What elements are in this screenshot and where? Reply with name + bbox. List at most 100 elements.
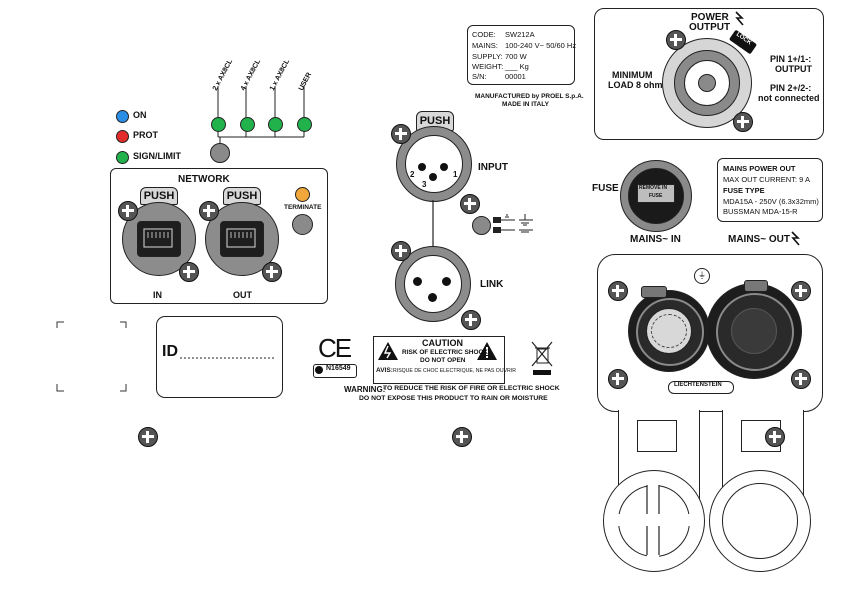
ce-mark: CE [318, 333, 352, 363]
id-dashed-line [180, 357, 274, 359]
xlr-input-pin-2-label: 2 [410, 170, 415, 179]
mains-screw-br [791, 369, 811, 389]
terminate-button[interactable] [292, 214, 313, 235]
bottom-right-ring-inner [722, 483, 798, 559]
powercon-in-key [651, 314, 687, 348]
power-output-screw-br [733, 112, 753, 132]
preset-button[interactable] [210, 143, 230, 163]
spec-sn-key: S/N: [472, 72, 487, 81]
fuse-cap-text-1: REMOVE IN [639, 185, 668, 191]
xlr-input-pin-1 [440, 163, 448, 171]
network-out-screw-tl [199, 201, 219, 221]
power-output-title-1: POWER [691, 12, 729, 23]
fuse-cap-text-2: FUSE [649, 193, 663, 199]
warning-line-2: DO NOT EXPOSE THIS PRODUCT TO RAIN OR MO… [359, 395, 548, 402]
warning-line-1a: WARNING: [344, 385, 386, 394]
mains-out-info-3: FUSE TYPE [723, 186, 765, 195]
xlr-link-face [404, 255, 462, 313]
xlr-link-screw-br [461, 310, 481, 330]
xlr-input-push-tab[interactable]: PUSH [416, 111, 454, 131]
mains-screw-tl [608, 281, 628, 301]
warning-line-1b: TO REDUCE THE RISK OF FIRE OR ELECTRIC S… [383, 385, 560, 392]
warning-triangle-icon [477, 342, 497, 360]
sign-limit-led [116, 151, 129, 164]
powercon-out-latch[interactable] [744, 280, 768, 292]
id-label: ID [162, 343, 178, 360]
network-in-screw-tl [118, 201, 138, 221]
network-out-screw-br [262, 262, 282, 282]
spec-mains-value: 100-240 V~ 50/60 Hz [505, 41, 577, 50]
caution-title: CAUTION [422, 338, 463, 348]
caution-label [373, 336, 505, 384]
caution-avis-text: RISQUE DE CHOC ELECTRIQUE, NE PAS OUVRIR [393, 368, 516, 374]
fuse-cap-slot [637, 184, 675, 203]
speakon-output-pin [698, 74, 716, 92]
bottom-left-slot [637, 420, 677, 452]
xlr-link-pin-2 [442, 277, 451, 286]
min-load-label-1: MINIMUM [612, 70, 653, 80]
pin2-desc: not connected [758, 93, 820, 103]
cert-number: N16549 [326, 365, 351, 372]
preset-led-4 [297, 117, 312, 132]
network-in-screw-br [179, 262, 199, 282]
ethernet-port-icon [226, 228, 256, 248]
spec-mains-key: MAINS: [472, 41, 498, 50]
mains-out-info-2: MAX OUT CURRENT: 9 A [723, 175, 810, 184]
mains-out-info-1: MAINS POWER OUT [723, 164, 796, 173]
spec-supply-value: 700 W [505, 52, 527, 61]
xlr-input-label: INPUT [478, 162, 508, 173]
pin1-label: PIN 1+/1-: [770, 54, 812, 64]
xlr-link-label: LINK [480, 279, 504, 290]
preset-led-1 [211, 117, 226, 132]
ground-lift-button[interactable] [472, 216, 491, 235]
caution-risk: RISK OF ELECTRIC SHOCK [402, 349, 488, 356]
xlr-input-face [405, 135, 463, 193]
terminate-label: TERMINATE [284, 204, 322, 211]
preset-led-2 [240, 117, 255, 132]
network-in-label: IN [153, 290, 162, 300]
panel-screw-center [452, 427, 472, 447]
mains-out-info-4: MDA15A - 250V (6.3x32mm) [723, 197, 819, 206]
mains-screw-tr [791, 281, 811, 301]
liechtenstein-label: LIECHTENSTEIN [674, 382, 722, 388]
spec-label [467, 25, 575, 85]
on-label: ON [133, 110, 147, 120]
prot-label: PROT [133, 130, 159, 140]
xlr-link-pin-3 [428, 293, 437, 302]
xlr-input-screw-tl [391, 124, 411, 144]
ground-lift-icon [493, 214, 533, 233]
powercon-in-latch[interactable] [641, 286, 667, 298]
panel-screw-left [138, 427, 158, 447]
network-out-push-tab[interactable]: PUSH [223, 187, 261, 205]
spec-supply-key: SUPPLY: [472, 52, 503, 61]
xlr-input-pin-1-label: 1 [453, 170, 458, 179]
xlr-link-screw-tl [391, 241, 411, 261]
xlr-input-pin-3 [429, 173, 437, 181]
pin2-label: PIN 2+/2-: [770, 83, 812, 93]
manufacturer-text: MANUFACTURED by PROEL S.p.A. [475, 93, 584, 100]
network-out-label: OUT [233, 290, 252, 300]
min-load-label-2: LOAD 8 ohm [608, 80, 663, 90]
bracket-screw [765, 427, 785, 447]
xlr-link-line [432, 200, 434, 246]
spec-weight-key: WEIGHT: [472, 62, 504, 71]
spec-sn-value: 00001 [505, 72, 526, 81]
caution-avis: AVIS: [376, 367, 393, 374]
sign-limit-label: SIGN/LIMIT [133, 151, 181, 161]
mains-out-info-5: BUSSMAN MDA-15-R [723, 207, 798, 216]
made-in-text: MADE IN ITALY [502, 101, 549, 108]
ethernet-port-icon [143, 228, 173, 248]
preset-led-3 [268, 117, 283, 132]
mains-screw-bl [608, 369, 628, 389]
xlr-input-pin-2 [418, 163, 426, 171]
powercon-out-face [731, 308, 777, 354]
power-output-title-2: OUTPUT [689, 22, 731, 33]
mains-in-label: MAINS~ IN [630, 234, 681, 245]
id-panel [156, 316, 283, 398]
network-title: NETWORK [178, 174, 230, 185]
power-output-screw-tl [666, 30, 686, 50]
warning-triangle-icon [378, 342, 398, 360]
pin1-desc: OUTPUT [775, 64, 812, 74]
